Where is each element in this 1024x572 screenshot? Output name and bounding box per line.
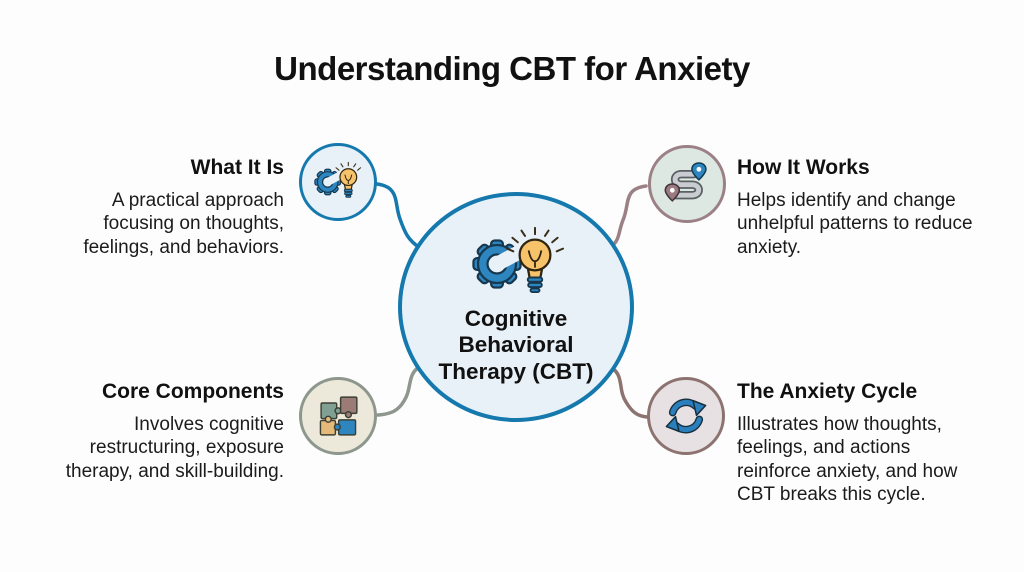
route-pins-icon (664, 162, 707, 202)
central-node-label: Cognitive Behavioral Therapy (CBT) (438, 306, 594, 384)
heading-anxiety-cycle: The Anxiety Cycle (737, 380, 918, 403)
textblock-how-it-works: How It Works Helps identify and change u… (737, 155, 989, 259)
textblock-core-components: Core Components Involves cognitive restr… (54, 379, 284, 483)
puzzle-pieces-icon (319, 396, 358, 436)
body-what-it-is: A practical approach focusing on thought… (83, 190, 284, 258)
body-anxiety-cycle: Illustrates how thoughts, feelings, and … (737, 414, 958, 505)
node-circle-core-components (299, 377, 377, 455)
central-node: Cognitive Behavioral Therapy (CBT) (398, 192, 634, 422)
heading-core-components: Core Components (101, 380, 284, 403)
cycle-arrows-icon (665, 398, 707, 434)
connector-how-it-works (610, 184, 648, 248)
node-circle-how-it-works (648, 145, 726, 223)
body-core-components: Involves cognitive restructuring, exposu… (65, 414, 284, 482)
heading-what-it-is: What It Is (190, 156, 284, 179)
page-title: Understanding CBT for Anxiety (274, 50, 750, 87)
gear-lightbulb-icon (314, 161, 362, 198)
node-circle-what-it-is (299, 143, 377, 221)
textblock-anxiety-cycle: The Anxiety Cycle Illustrates how though… (737, 379, 989, 506)
node-circle-anxiety-cycle (647, 377, 725, 455)
body-how-it-works: Helps identify and change unhelpful patt… (737, 190, 973, 258)
textblock-what-it-is: What It Is A practical approach focusing… (54, 155, 284, 259)
connector-what-it-is (375, 182, 422, 250)
connector-core-components (376, 365, 421, 417)
gear-lightbulb-icon (472, 226, 565, 293)
heading-how-it-works: How It Works (737, 156, 870, 179)
connector-anxiety-cycle (610, 366, 649, 419)
